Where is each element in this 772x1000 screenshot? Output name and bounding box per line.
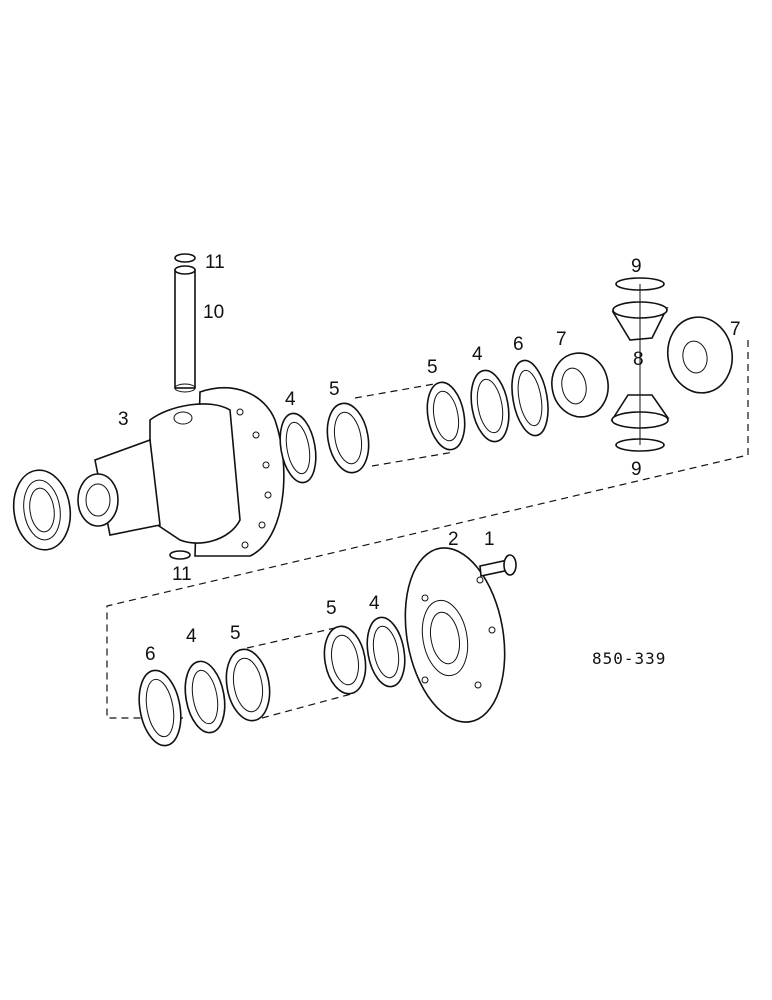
callout-4-lower-left: 4 xyxy=(186,626,197,647)
callout-2: 2 xyxy=(448,529,459,550)
side-gear-left xyxy=(551,352,609,418)
callout-4-upper-right: 4 xyxy=(472,344,483,365)
callout-7-right: 7 xyxy=(730,319,741,340)
friction-disc-lower-left xyxy=(184,660,226,734)
thrust-washer-lower xyxy=(138,669,182,747)
callout-1: 1 xyxy=(484,529,495,550)
cover-bolt xyxy=(479,554,517,577)
callout-labels: 1 2 3 4 4 4 4 5 5 5 5 6 6 7 7 8 9 9 10 1… xyxy=(118,252,741,665)
steel-plate-upper-left xyxy=(326,402,370,474)
differential-cover xyxy=(404,547,506,723)
callout-11-top: 11 xyxy=(205,252,225,273)
friction-disc-lower-right xyxy=(366,616,406,688)
callout-5-lower-left: 5 xyxy=(230,623,241,644)
callout-11-bottom: 11 xyxy=(172,564,192,585)
figure-code: 850-339 xyxy=(592,649,666,668)
steel-plate-lower-right xyxy=(323,625,367,695)
callout-5-upper-right: 5 xyxy=(427,357,438,378)
friction-disc-upper-right xyxy=(470,369,510,443)
callout-7-left: 7 xyxy=(556,329,567,350)
callout-5-lower-right: 5 xyxy=(326,598,337,619)
callout-5-upper-left: 5 xyxy=(329,379,340,400)
callout-4-upper-left: 4 xyxy=(285,389,296,410)
callout-4-lower-right: 4 xyxy=(369,593,380,614)
case-bolt-holes xyxy=(236,408,272,549)
cross-shaft xyxy=(174,265,196,393)
friction-disc-upper-left xyxy=(279,412,317,484)
callout-8: 8 xyxy=(633,349,644,370)
steel-plate-upper-right xyxy=(426,381,466,451)
differential-case xyxy=(77,387,285,557)
callout-9-top: 9 xyxy=(631,256,642,277)
snap-ring-top xyxy=(174,253,196,263)
callout-9-bottom: 9 xyxy=(631,459,642,480)
thrust-washer-upper xyxy=(511,359,549,437)
callout-6-lower: 6 xyxy=(145,644,156,665)
side-gear-right xyxy=(667,316,733,394)
callout-6-upper: 6 xyxy=(513,334,524,355)
steel-plate-lower-left xyxy=(225,648,271,722)
callout-3: 3 xyxy=(118,409,129,430)
assembly-guide-lines xyxy=(106,340,749,719)
left-bearing xyxy=(12,469,72,551)
callout-10: 10 xyxy=(203,302,224,323)
snap-ring-bottom xyxy=(169,550,191,560)
